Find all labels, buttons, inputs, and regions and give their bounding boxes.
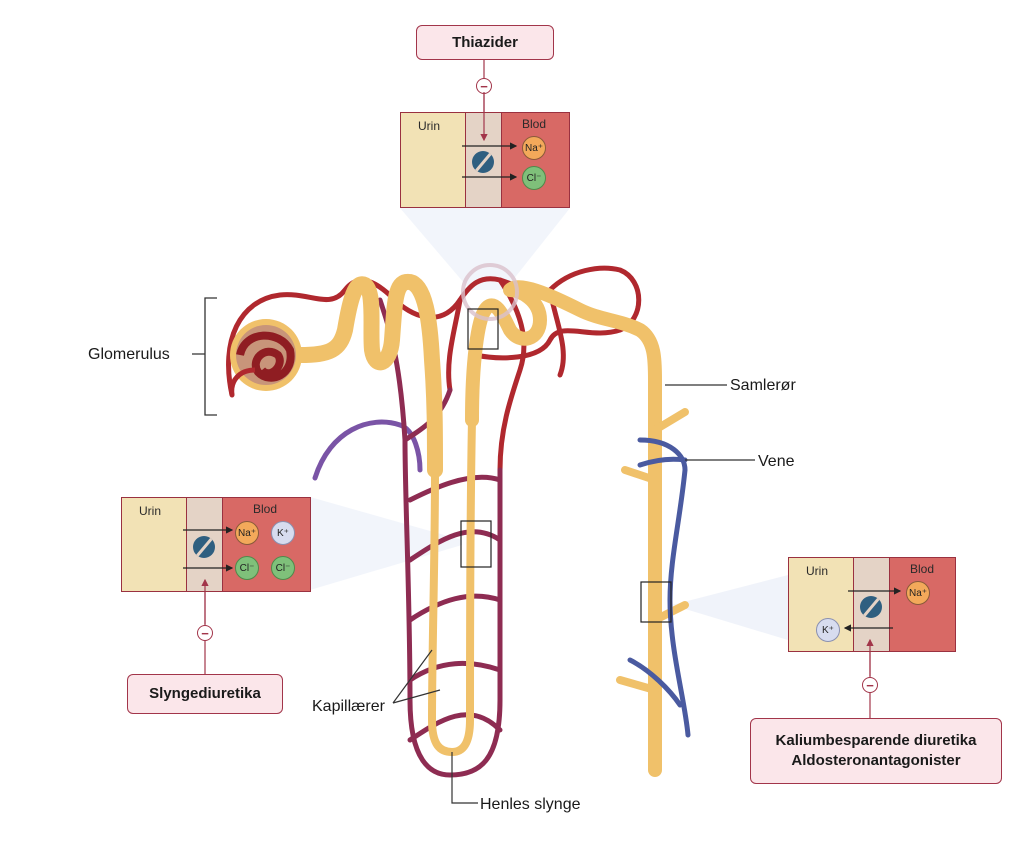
glomerulus-label: Glomerulus [88,346,170,363]
transporter-pill-icon [472,151,494,173]
urin-label: Urin [418,119,441,133]
tubule [292,273,689,777]
zoom-cone-loop [310,497,462,590]
zoom-cone-thiazide [400,208,570,290]
kaliumbesparende-label: Kaliumbesparende diuretika [775,732,977,749]
kapillaerer-leader [392,649,441,704]
zoom-box-thiazide [467,308,499,350]
blod-compartment: Blod Na⁺ K⁺ Cl⁻ Cl⁻ [223,498,310,591]
zoom-cone-collecting [672,575,788,640]
aldosteronantagonister-label: Aldosteronantagonister [791,752,961,769]
samleror-label: Samlerør [730,377,796,394]
loop-inhibit-icon: − [197,625,213,641]
blod-label: Blod [522,117,547,131]
blod-label: Blod [253,502,278,516]
blod-compartment: Blod Na⁺ [890,558,955,651]
transporter-pill-icon [860,596,882,618]
urin-compartment: Urin [401,113,466,207]
henles-slynge-leader [451,752,478,804]
ion-k: K⁺ [271,521,295,545]
ion-na: Na⁺ [522,136,546,160]
glomerulus [229,319,302,396]
ion-k: K⁺ [816,618,840,642]
blod-compartment: Blod Na⁺ Cl⁻ [502,113,569,207]
membrane [854,558,890,651]
potassium-inhibit-icon: − [862,677,878,693]
ion-cl: Cl⁻ [522,166,546,190]
urin-label: Urin [139,504,162,518]
vein-branch-lower [627,657,683,708]
thiazide-panel: Urin Blod Na⁺ Cl⁻ [400,112,570,208]
ion-na: Na⁺ [906,581,930,605]
potassium-panel: Urin K⁺ Blod Na⁺ [788,557,956,652]
ion-na: Na⁺ [235,521,259,545]
transporter-pill-icon [193,536,215,558]
kaliumbesparende-box: Kaliumbesparende diuretika Aldosteronant… [750,718,1002,784]
ion-cl: Cl⁻ [235,556,259,580]
thiazider-box: Thiazider [416,25,554,60]
membrane [466,113,502,207]
urin-label: Urin [806,564,829,578]
membrane [187,498,223,591]
slyngediuretika-box: Slyngediuretika [127,674,283,714]
blod-label: Blod [910,562,935,576]
urin-compartment: Urin [122,498,187,591]
thiazide-inhibit-icon: − [476,78,492,94]
ion-cl: Cl⁻ [271,556,295,580]
kapillaerer-label: Kapillærer [312,698,386,715]
purple-vessel [312,419,423,481]
urin-compartment: Urin K⁺ [789,558,854,651]
vene-label: Vene [758,453,795,470]
zoom-box-loop [460,520,492,568]
zoom-box-collecting [640,581,672,623]
henles-slynge-label: Henles slynge [480,796,581,813]
slyngediuretika-label: Slyngediuretika [149,685,261,702]
vein-branch [637,456,688,468]
thiazider-label: Thiazider [452,33,518,51]
highlight-circle [461,263,519,321]
glomerulus-bracket [192,297,217,416]
loop-panel: Urin Blod Na⁺ K⁺ Cl⁻ Cl⁻ [121,497,311,592]
vein [637,437,691,738]
